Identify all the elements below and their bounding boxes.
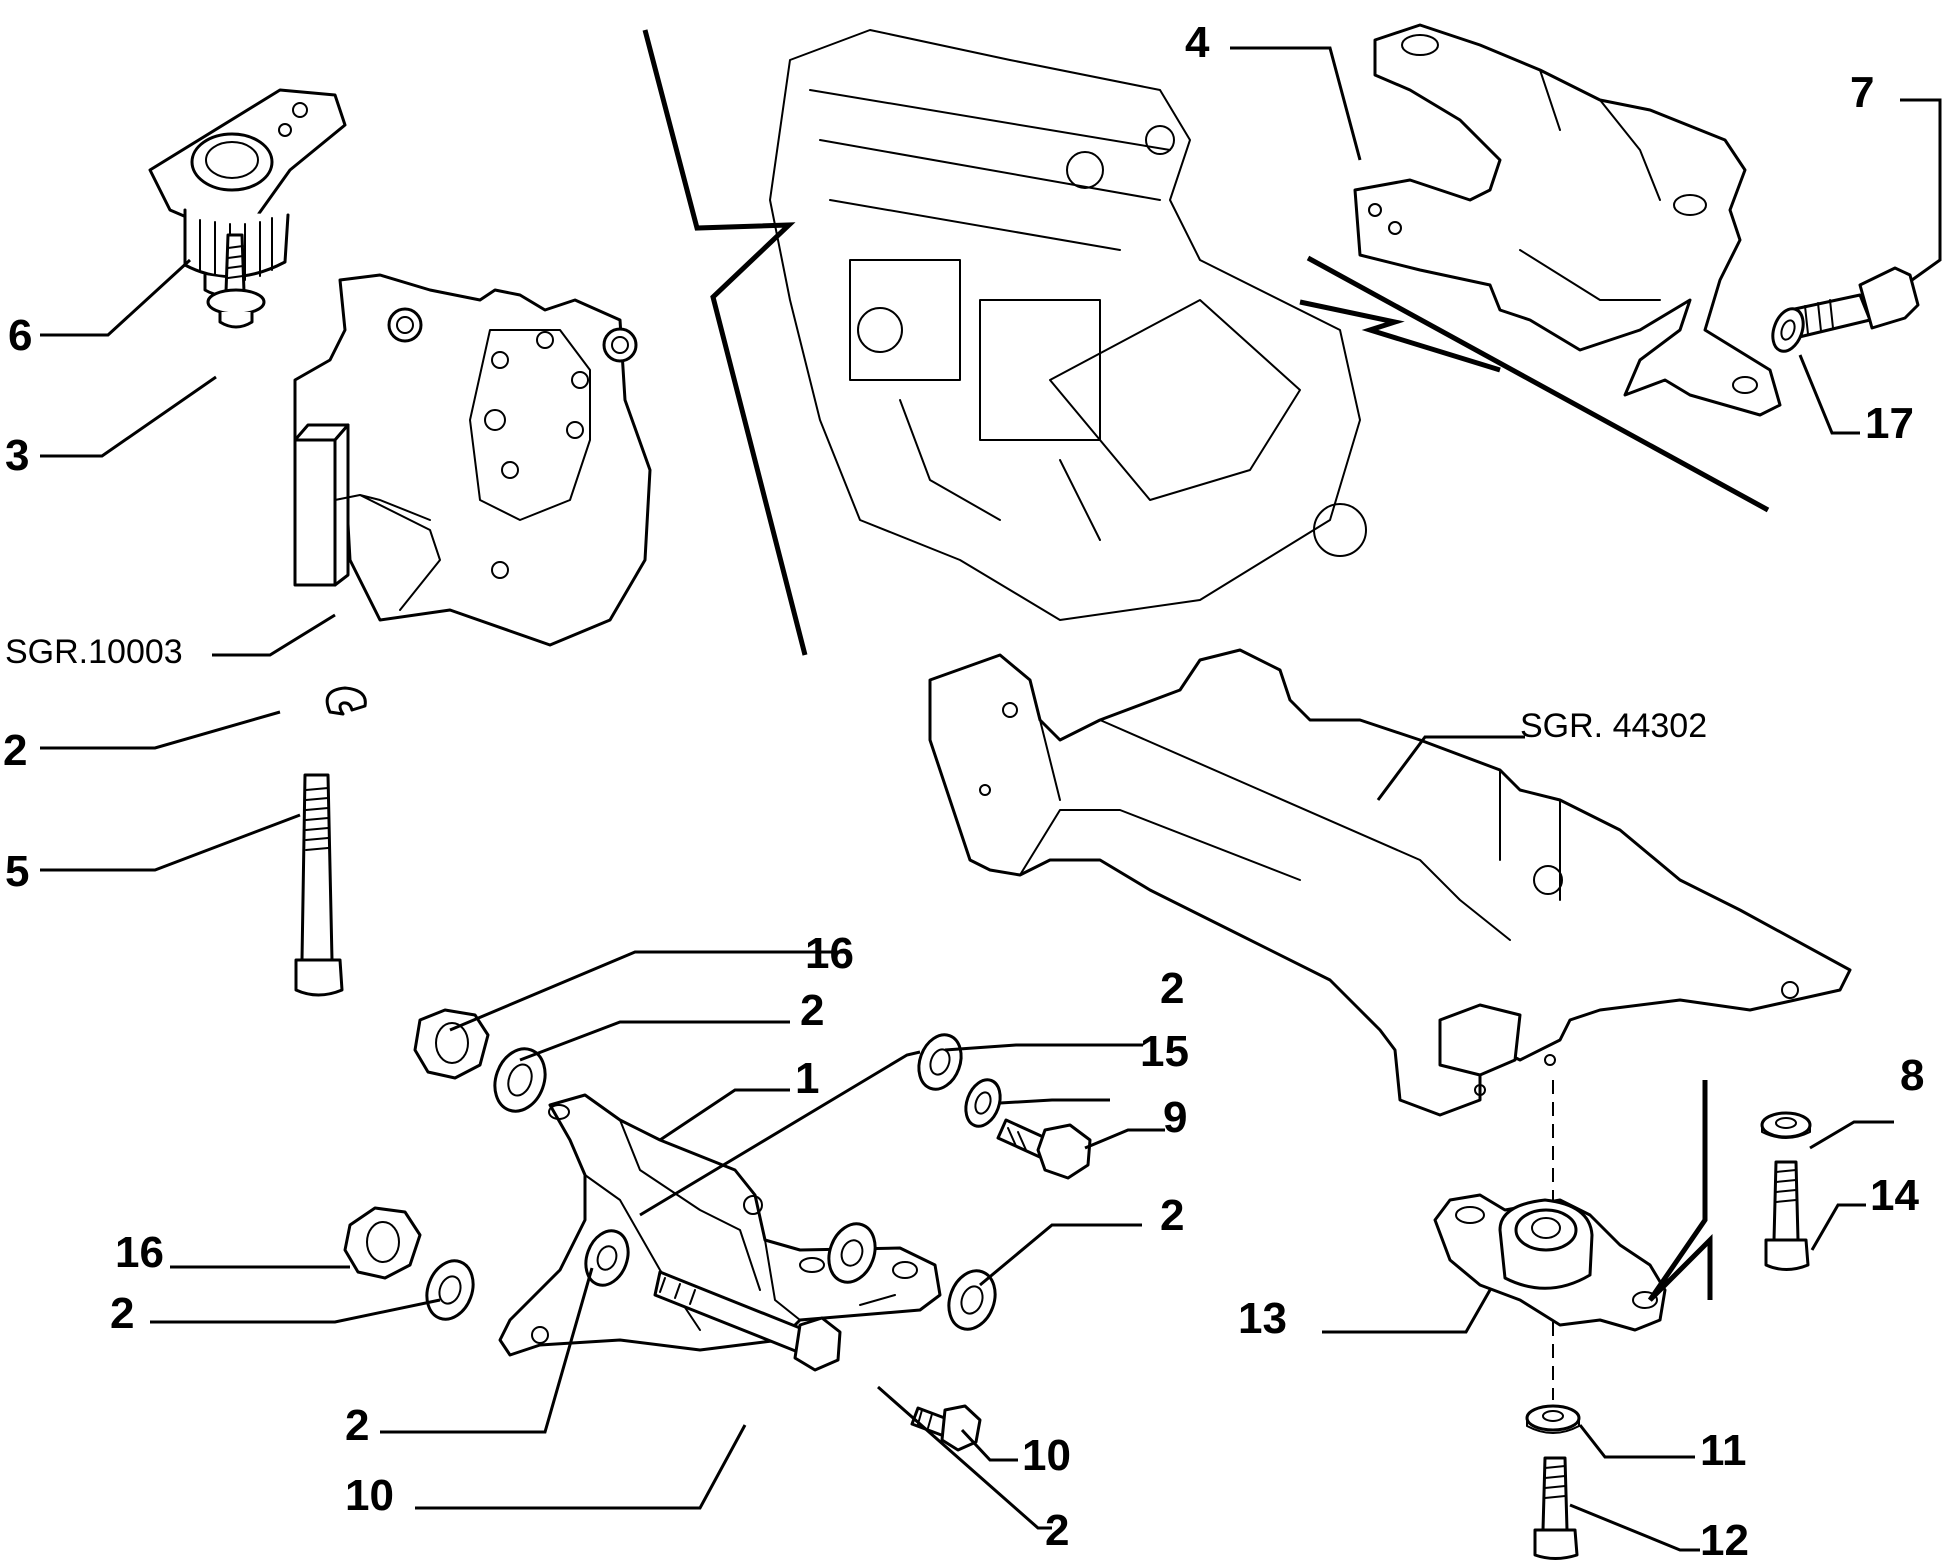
break-line-mount xyxy=(1647,1080,1713,1302)
part-2-washer-c xyxy=(917,1033,963,1091)
callout-8: 8 xyxy=(1900,1051,1924,1100)
callout-10-left: 10 xyxy=(345,1471,394,1520)
callout-2-top: 2 xyxy=(800,986,824,1035)
part-10-short-bolt xyxy=(910,1404,982,1452)
callout-16-top: 16 xyxy=(805,929,854,978)
part-4-upper-bracket xyxy=(1353,23,1782,417)
part-2-clip-top xyxy=(325,686,367,716)
part-2-washer-f xyxy=(827,1222,877,1284)
callout-15: 15 xyxy=(1140,1027,1189,1076)
part-14-bolt xyxy=(1764,1160,1810,1271)
break-line-left xyxy=(642,29,808,656)
part-3-bolt xyxy=(206,233,266,329)
engine-assembly xyxy=(769,29,1367,621)
engine-support-bracket xyxy=(293,273,652,647)
part-11-washer xyxy=(1525,1404,1581,1434)
crossmember xyxy=(928,648,1852,1117)
callout-2-right-top: 2 xyxy=(1160,964,1184,1013)
callout-3: 3 xyxy=(5,431,29,480)
ref-crossmember: SGR. 44302 xyxy=(1520,707,1707,745)
callout-4: 4 xyxy=(1185,18,1210,67)
part-7-bolt xyxy=(1788,266,1920,340)
callout-2-right-mid: 2 xyxy=(1160,1191,1184,1240)
part-2-washer-a xyxy=(493,1047,547,1113)
part-12-bolt xyxy=(1533,1456,1579,1560)
part-8-washer xyxy=(1760,1111,1812,1139)
part-10-long-bolt xyxy=(653,1270,842,1372)
callout-17: 17 xyxy=(1865,399,1914,448)
callout-9: 9 xyxy=(1163,1093,1187,1142)
part-17-washer xyxy=(1771,307,1805,353)
part-2-washer-b xyxy=(425,1259,475,1321)
part-1-lower-bracket xyxy=(498,1093,942,1357)
callout-1: 1 xyxy=(795,1054,819,1103)
callout-2-bottom: 2 xyxy=(1045,1506,1069,1555)
callout-2-bottom-left: 2 xyxy=(345,1401,369,1450)
part-16-nut-bottom xyxy=(343,1206,422,1280)
part-2-washer-e xyxy=(584,1229,630,1287)
callout-11: 11 xyxy=(1700,1426,1747,1475)
callout-5: 5 xyxy=(5,847,29,896)
leader-lines xyxy=(40,46,1942,1552)
callout-16-bottom: 16 xyxy=(115,1228,164,1277)
part-5-long-bolt xyxy=(294,773,344,997)
callout-2-clip: 2 xyxy=(3,726,27,775)
callout-2-left: 2 xyxy=(110,1289,134,1338)
break-line-right-2 xyxy=(1299,299,1501,373)
callout-12: 12 xyxy=(1700,1516,1749,1563)
part-6-support xyxy=(148,88,347,297)
break-line-right xyxy=(1306,255,1770,513)
callout-14: 14 xyxy=(1870,1171,1919,1220)
ref-engine-mount: SGR.10003 xyxy=(5,633,183,671)
callout-7: 7 xyxy=(1850,68,1874,117)
callout-labels: 6 3 2 5 4 7 17 16 2 1 2 15 9 2 16 2 13 8… xyxy=(3,18,1924,1563)
part-9-bolt xyxy=(996,1118,1092,1180)
part-2-washer-d xyxy=(947,1269,997,1331)
callout-6: 6 xyxy=(8,311,32,360)
callout-13: 13 xyxy=(1238,1294,1287,1343)
part-15-washer xyxy=(964,1078,1002,1128)
part-16-nut-top xyxy=(413,1008,490,1080)
part-13-rubber-mount xyxy=(1433,1193,1667,1332)
callout-10-right: 10 xyxy=(1022,1431,1071,1480)
